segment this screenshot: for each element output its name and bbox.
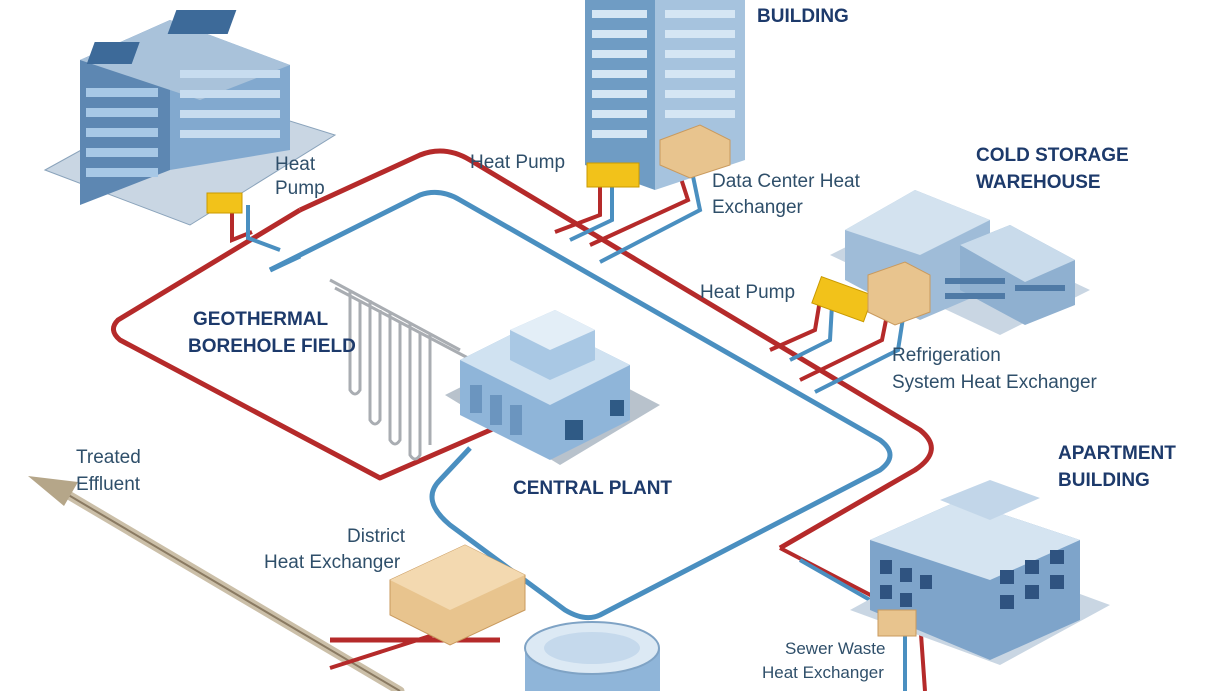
- refrigeration-hx-label-line-2: System Heat Exchanger: [892, 372, 1098, 393]
- office-heat-pump-label-line-2: Pump: [275, 178, 325, 199]
- central-plant-building-icon: [445, 310, 660, 465]
- district-exchanger-icon: [389, 544, 526, 646]
- treated-effluent-label-line-2: Effluent: [76, 474, 141, 495]
- apartment-title-line-2: BUILDING: [1058, 470, 1150, 491]
- sewer-hx-label-line-2: Heat Exchanger: [762, 663, 884, 682]
- office-heat-pump: [206, 192, 243, 214]
- office-heat-pump-label-line-1: Heat: [275, 154, 316, 175]
- sewer-exchanger: [877, 609, 917, 637]
- apartment-title: APARTMENT BUILDING: [1058, 443, 1176, 491]
- tower-heat-pump: [586, 162, 640, 188]
- sewer-hx-label-line-1: Sewer Waste: [785, 639, 885, 658]
- geothermal-title-line-2: BOREHOLE FIELD: [188, 336, 356, 357]
- borehole-field-icon: [329, 278, 469, 461]
- cold-storage-title: COLD STORAGE WAREHOUSE: [976, 145, 1129, 193]
- blue-cold-loop: [268, 189, 893, 621]
- data-center-exchanger: [659, 124, 731, 179]
- treated-effluent-label-line-1: Treated: [76, 447, 141, 468]
- refrigeration-hx-label-line-1: Refrigeration: [892, 345, 1001, 366]
- geothermal-title: GEOTHERMAL BOREHOLE FIELD: [188, 309, 356, 357]
- tower-title-label: BUILDING: [757, 6, 849, 27]
- data-center-hx-label-line-1: Data Center Heat: [712, 171, 861, 192]
- office-building-icon: [43, 10, 337, 226]
- warehouse-heat-pump-label: Heat Pump: [700, 282, 795, 303]
- refrigeration-exchanger: [867, 261, 931, 326]
- central-plant-title: CENTRAL PLANT: [513, 478, 672, 499]
- cold-storage-title-line-2: WAREHOUSE: [976, 172, 1101, 193]
- refrigeration-hx-label: Refrigeration System Heat Exchanger: [892, 345, 1098, 393]
- data-center-hx-label: Data Center Heat Exchanger: [712, 171, 861, 218]
- effluent-arrow-icon: [28, 476, 405, 691]
- sewer-hx-label: Sewer Waste Heat Exchanger: [762, 639, 885, 682]
- cold-storage-title-line-1: COLD STORAGE: [976, 145, 1129, 166]
- district-hx-label-line-1: District: [347, 526, 406, 547]
- warehouse-building-icon: [811, 190, 1090, 335]
- tower-building-icon: [585, 0, 745, 190]
- data-center-hx-label-line-2: Exchanger: [712, 197, 804, 218]
- district-hx-label-line-2: Heat Exchanger: [264, 552, 401, 573]
- tower-heat-pump-label: Heat Pump: [470, 152, 565, 173]
- apartment-title-line-1: APARTMENT: [1058, 443, 1176, 464]
- district-hx-label: District Heat Exchanger: [264, 526, 406, 573]
- office-heat-pump-label: Heat Pump: [275, 154, 325, 199]
- storage-tank-icon: [524, 621, 660, 691]
- geothermal-title-line-1: GEOTHERMAL: [193, 309, 329, 330]
- apartment-building-icon: [850, 480, 1110, 665]
- treated-effluent-label: Treated Effluent: [76, 447, 141, 495]
